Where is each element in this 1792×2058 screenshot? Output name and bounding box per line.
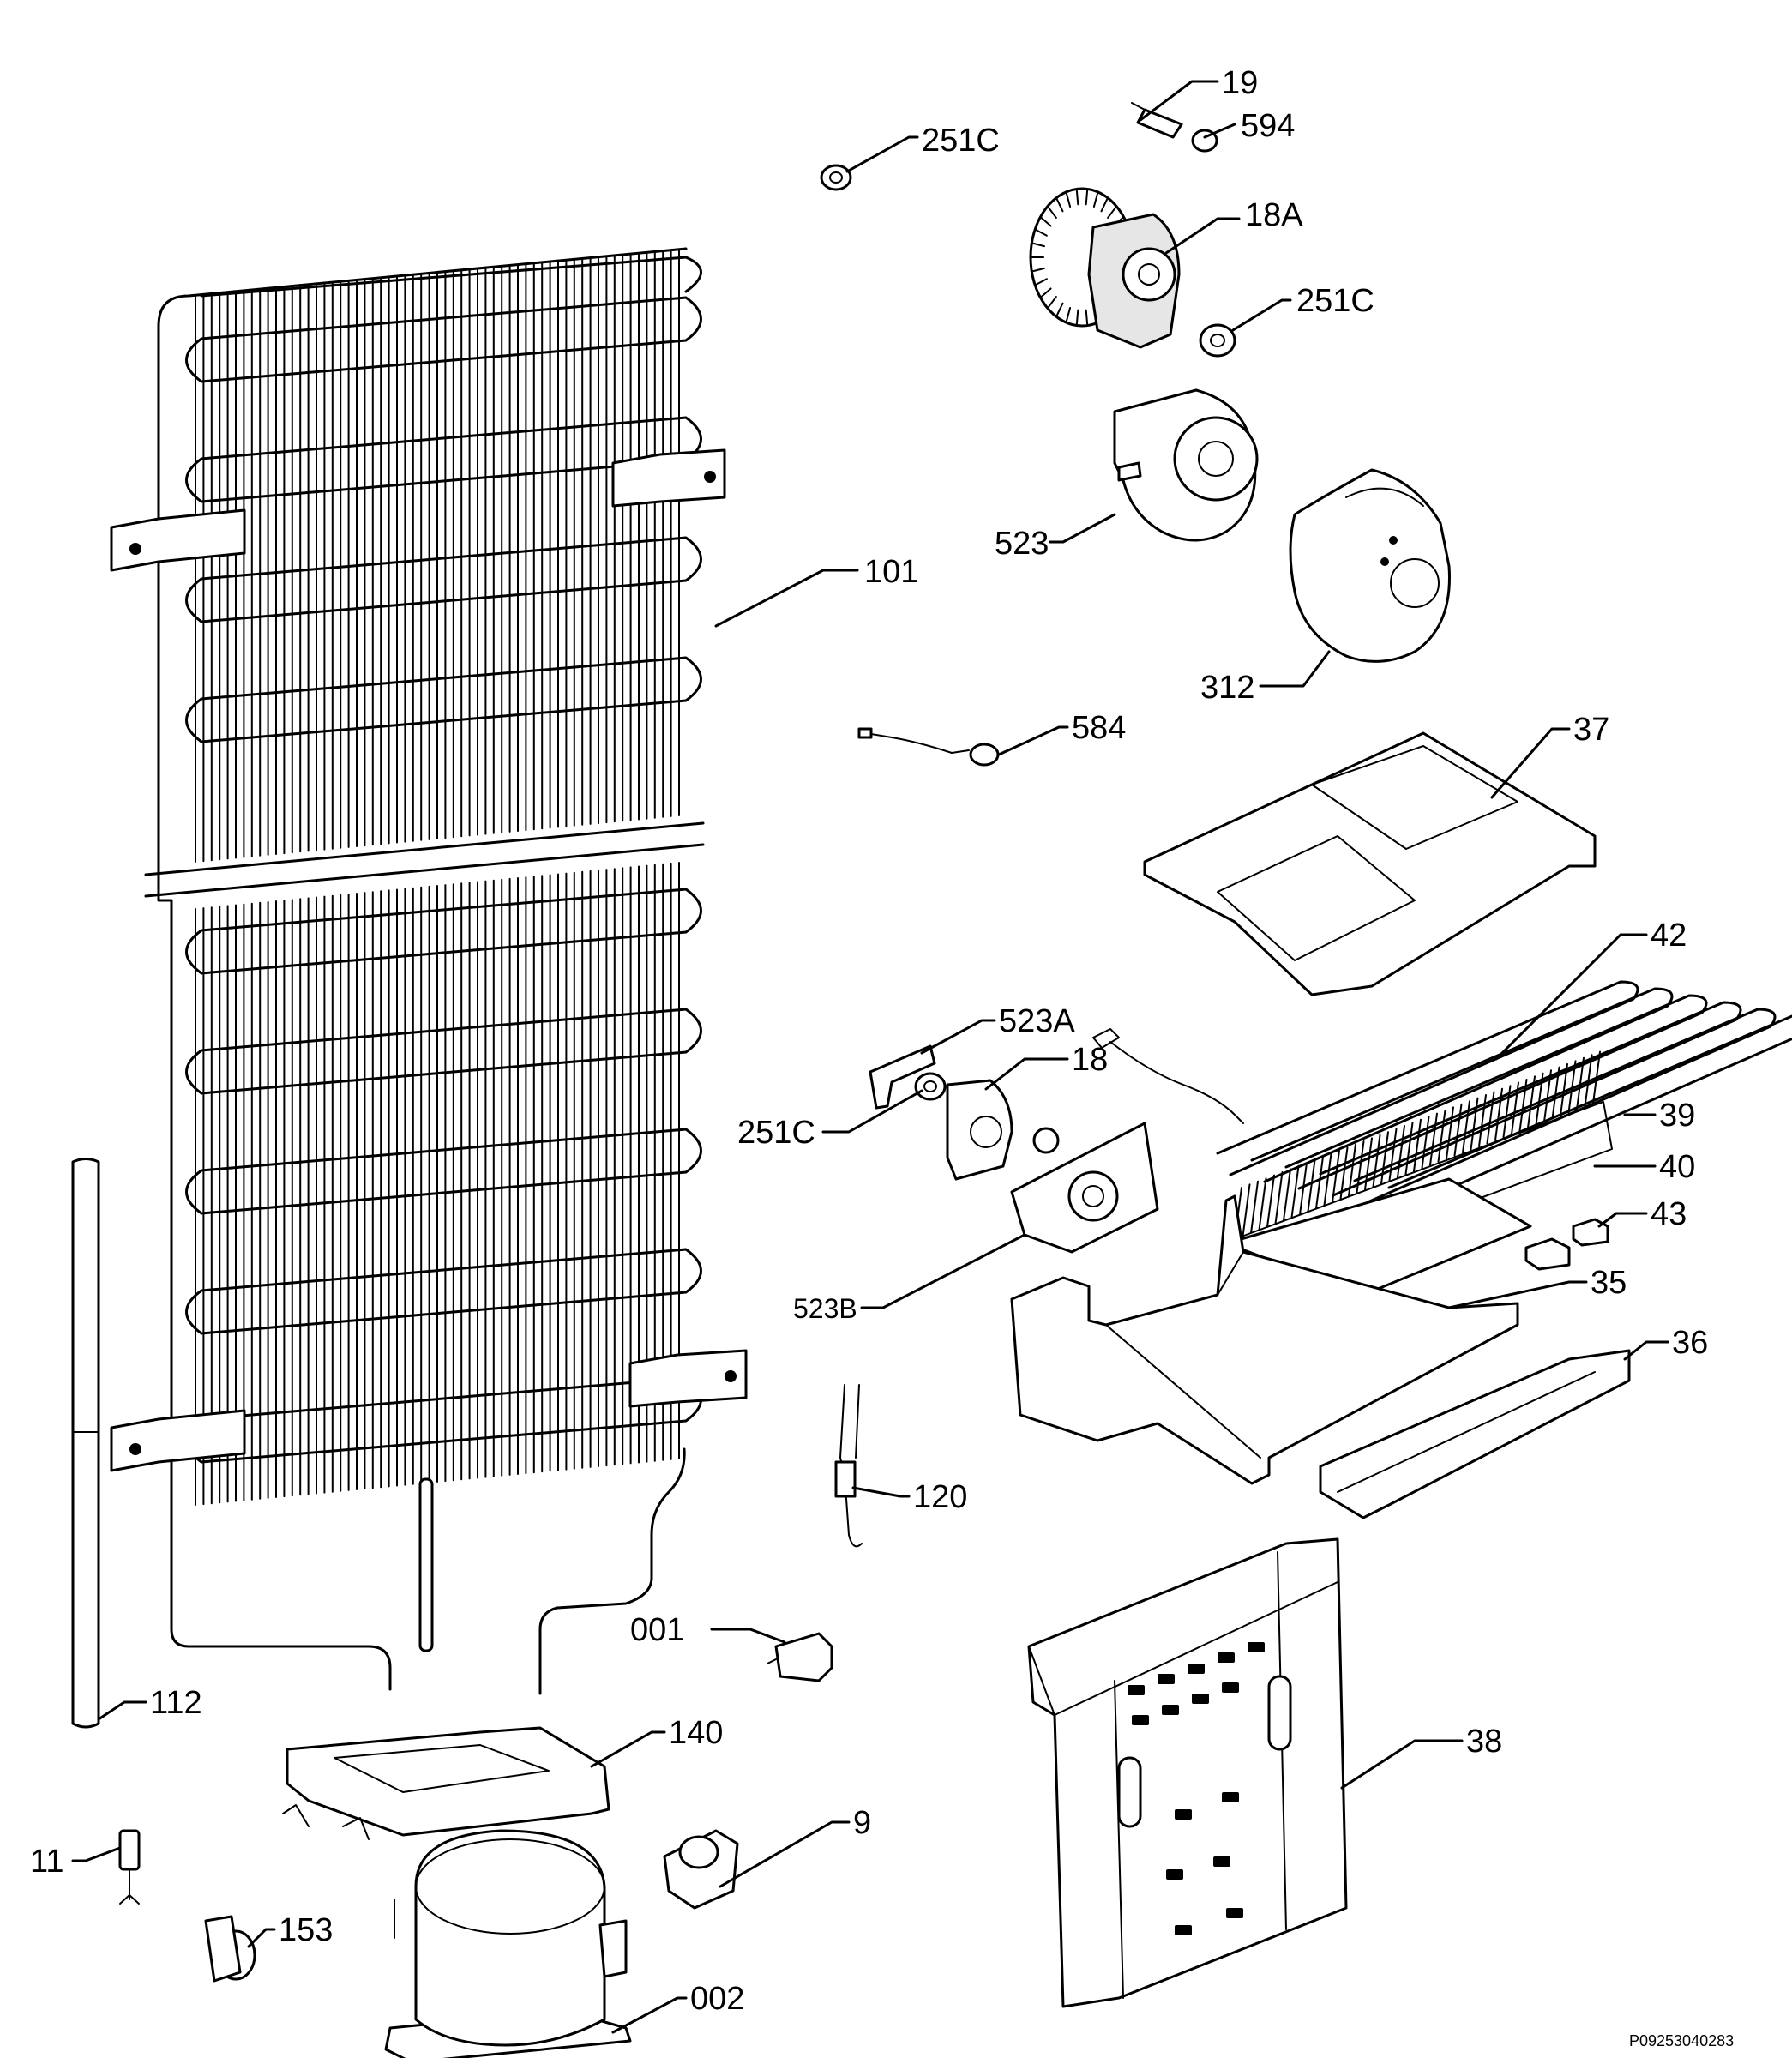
label-120: 120 bbox=[913, 1479, 968, 1515]
label-523: 523 bbox=[995, 526, 1049, 562]
label-42: 42 bbox=[1651, 918, 1687, 954]
lamp-holder-19 bbox=[1131, 102, 1183, 139]
label-40: 40 bbox=[1659, 1149, 1696, 1185]
panel-523b bbox=[1010, 1122, 1159, 1254]
label-36: 36 bbox=[1672, 1325, 1709, 1361]
grommet-251c-mid bbox=[914, 1072, 947, 1101]
label-523a: 523A bbox=[999, 1003, 1075, 1039]
label-594: 594 bbox=[1241, 108, 1296, 144]
label-35: 35 bbox=[1591, 1265, 1627, 1301]
label-251c-mid: 251C bbox=[737, 1115, 815, 1151]
base-plate-140 bbox=[282, 1726, 610, 1840]
label-19: 19 bbox=[1222, 65, 1259, 101]
label-584: 584 bbox=[1072, 710, 1127, 746]
label-37: 37 bbox=[1573, 712, 1610, 748]
rear-panel-38 bbox=[1027, 1537, 1348, 2008]
reference-code: P09253040283 bbox=[1629, 2032, 1735, 2049]
sensor-584 bbox=[857, 727, 1000, 767]
condenser-part bbox=[110, 247, 748, 1695]
label-11: 11 bbox=[30, 1844, 64, 1880]
fan-housing-523 bbox=[1113, 388, 1259, 542]
relay-9 bbox=[663, 1829, 739, 1910]
label-112: 112 bbox=[150, 1685, 202, 1721]
grommet-251c-top bbox=[820, 164, 852, 191]
overload-001 bbox=[767, 1632, 833, 1682]
capacitor-11 bbox=[118, 1829, 141, 1905]
label-39: 39 bbox=[1659, 1098, 1696, 1134]
grommet-251c-fan bbox=[1199, 323, 1236, 358]
label-38: 38 bbox=[1466, 1724, 1503, 1760]
label-9: 9 bbox=[853, 1805, 872, 1841]
label-312: 312 bbox=[1200, 670, 1255, 706]
channel-36 bbox=[1319, 1349, 1631, 1519]
clip-43 bbox=[1524, 1218, 1609, 1271]
label-101: 101 bbox=[864, 554, 919, 590]
label-251c-fan: 251C bbox=[1296, 283, 1374, 319]
label-523b: 523B bbox=[793, 1293, 857, 1324]
label-18a: 18A bbox=[1245, 197, 1303, 233]
plug-153 bbox=[204, 1915, 256, 1983]
fuse-120 bbox=[834, 1384, 863, 1548]
label-001: 001 bbox=[630, 1612, 685, 1648]
shelf-37 bbox=[1143, 731, 1597, 996]
fan-motor-18a bbox=[1029, 187, 1181, 349]
label-002: 002 bbox=[690, 1981, 745, 2017]
fan-18 bbox=[946, 1079, 1060, 1181]
fan-cover-312 bbox=[1289, 468, 1451, 663]
label-140: 140 bbox=[669, 1715, 724, 1751]
leader-lines bbox=[71, 80, 1669, 2034]
compressor-002 bbox=[384, 1829, 632, 2058]
label-43: 43 bbox=[1651, 1196, 1687, 1232]
evaporator-42 bbox=[1092, 980, 1792, 1297]
bracket-523a bbox=[869, 1044, 936, 1110]
drier-112 bbox=[71, 1158, 100, 1729]
label-18: 18 bbox=[1072, 1042, 1109, 1078]
label-251c-top: 251C bbox=[922, 123, 1000, 159]
label-153: 153 bbox=[279, 1912, 334, 1948]
